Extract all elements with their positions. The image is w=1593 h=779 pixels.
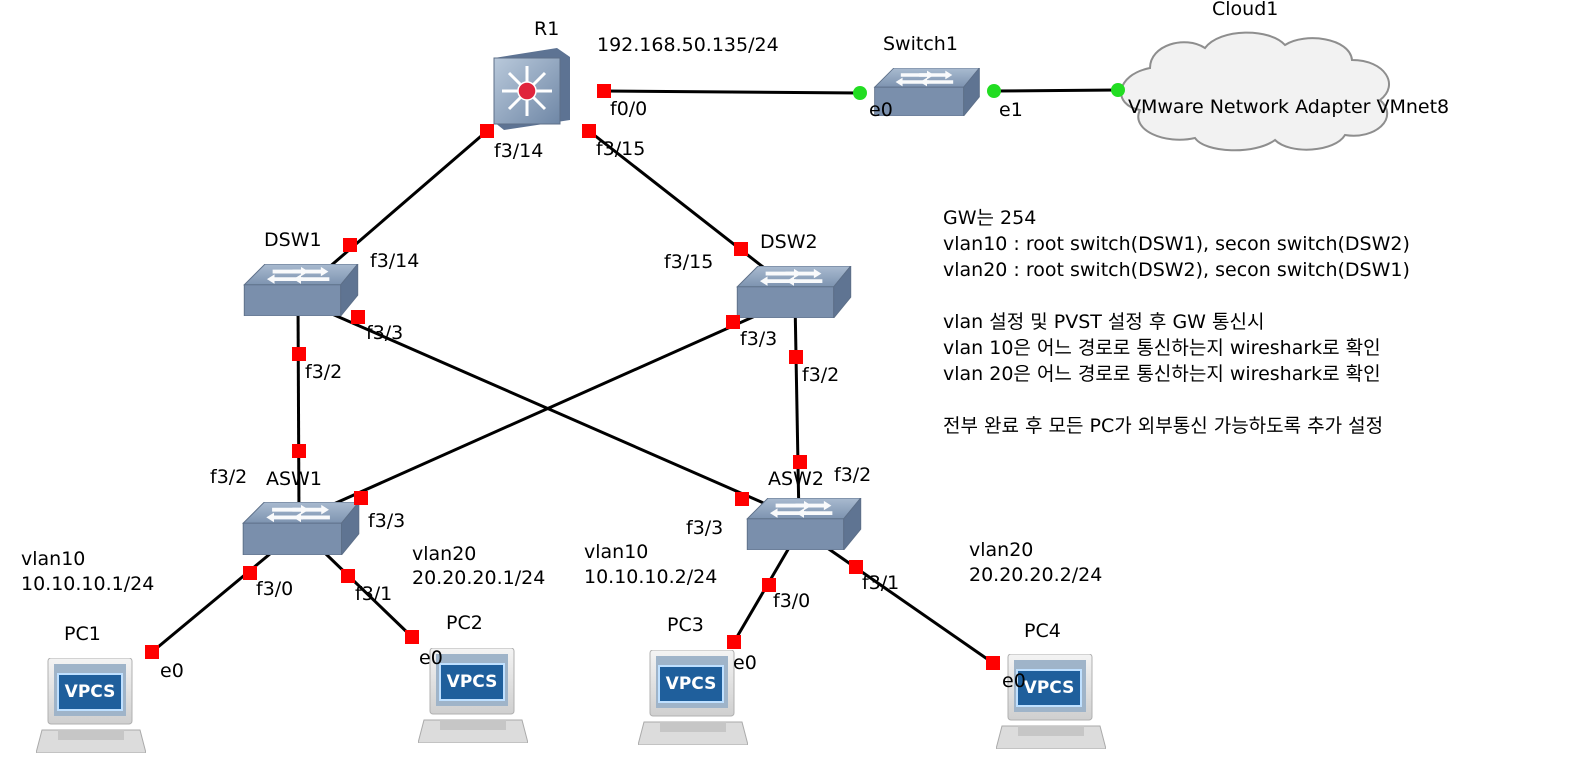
port-label-sw1-e1: e1 bbox=[999, 99, 1023, 121]
label-asw2: ASW2 bbox=[768, 468, 824, 490]
note-line: vlan 설정 및 PVST 설정 후 GW 통신시 bbox=[943, 311, 1265, 333]
link-dsw1-asw1 bbox=[296, 299, 301, 521]
router-r1[interactable] bbox=[493, 48, 570, 130]
port-label-asw1-f3-3: f3/3 bbox=[368, 510, 406, 532]
note-line: GW는 254 bbox=[943, 207, 1037, 229]
vpcs-badge-pc2: VPCS bbox=[439, 663, 505, 701]
port-indicators bbox=[145, 83, 1125, 670]
port-label-r1-f3-15: f3/15 bbox=[596, 138, 646, 160]
label-pc3: PC3 bbox=[667, 614, 704, 636]
label-pc2: PC2 bbox=[446, 612, 483, 634]
port-label-asw1-f3-0: f3/0 bbox=[256, 578, 294, 600]
label-dsw2: DSW2 bbox=[760, 231, 818, 253]
port-asw1-f3-1 bbox=[341, 569, 355, 583]
port-asw1-f3-3 bbox=[354, 491, 368, 505]
label-r1: R1 bbox=[534, 18, 560, 40]
link-switch1-cloud1 bbox=[993, 88, 1119, 93]
port-asw2-f3-1 bbox=[849, 560, 863, 574]
port-asw1-f3-2 bbox=[292, 444, 306, 458]
note-line bbox=[943, 387, 1410, 413]
port-dsw2-f3-2 bbox=[789, 350, 803, 364]
note-line: vlan 20은 어느 경로로 통신하는지 wireshark로 확인 bbox=[943, 363, 1381, 385]
port-sw1-e0 bbox=[853, 86, 867, 100]
port-label-pc3-e0: e0 bbox=[733, 652, 757, 674]
link-asw2-pc4 bbox=[799, 527, 994, 665]
label-pc1-vlan: vlan10 bbox=[21, 548, 86, 570]
link-dsw2-asw1 bbox=[299, 298, 792, 521]
port-label-sw1-e0: e0 bbox=[869, 99, 893, 121]
port-cloud1 bbox=[1111, 83, 1125, 97]
port-label-dsw2-f3-2: f3/2 bbox=[802, 364, 840, 386]
link-dsw1-asw2 bbox=[299, 298, 801, 521]
vpcs-badge-pc4: VPCS bbox=[1016, 669, 1082, 707]
label-pc2-ip: 20.20.20.1/24 bbox=[412, 567, 546, 589]
port-dsw1-f3-14 bbox=[343, 238, 357, 252]
port-pc2-e0 bbox=[405, 630, 419, 644]
note-line: 전부 완료 후 모든 PC가 외부통신 가능하도록 추가 설정 bbox=[943, 415, 1384, 437]
vpcs-badge-pc3: VPCS bbox=[658, 665, 724, 703]
label-dsw1: DSW1 bbox=[264, 229, 322, 251]
port-r1-f0-0 bbox=[597, 84, 611, 98]
notes-text: GW는 254 vlan10 : root switch(DSW1), seco… bbox=[943, 205, 1410, 439]
port-label-asw1-f3-1: f3/1 bbox=[355, 583, 393, 605]
vpcs-badge-pc1: VPCS bbox=[57, 673, 123, 711]
port-asw2-f3-0 bbox=[762, 578, 776, 592]
label-pc2-vlan: vlan20 bbox=[412, 543, 477, 565]
port-r1-f3-14 bbox=[480, 124, 494, 138]
switch-asw1[interactable] bbox=[242, 502, 360, 555]
port-label-pc4-e0: e0 bbox=[1002, 670, 1026, 692]
port-label-pc2-e0: e0 bbox=[419, 647, 443, 669]
label-cloud-adapter: VMware Network Adapter VMnet8 bbox=[1128, 96, 1450, 118]
note-line: vlan20 : root switch(DSW2), secon switch… bbox=[943, 259, 1410, 281]
link-r1-switch1 bbox=[603, 89, 861, 95]
port-label-dsw2-f3-15: f3/15 bbox=[664, 251, 714, 273]
port-label-dsw1-f3-14: f3/14 bbox=[370, 250, 420, 272]
port-label-asw2-f3-1: f3/1 bbox=[862, 572, 900, 594]
note-line: vlan10 : root switch(DSW1), secon switch… bbox=[943, 233, 1410, 255]
label-pc4: PC4 bbox=[1024, 620, 1061, 642]
label-switch1: Switch1 bbox=[883, 33, 958, 55]
port-label-r1-f3-14: f3/14 bbox=[494, 140, 544, 162]
switch-dsw2[interactable] bbox=[736, 266, 852, 318]
port-asw2-f3-3 bbox=[735, 492, 749, 506]
port-pc3-e0 bbox=[727, 635, 741, 649]
port-asw2-f3-2 bbox=[793, 455, 807, 469]
label-asw1: ASW1 bbox=[266, 468, 322, 490]
port-label-asw2-f3-2: f3/2 bbox=[834, 464, 872, 486]
label-pc4-vlan: vlan20 bbox=[969, 539, 1034, 561]
port-label-dsw2-f3-3: f3/3 bbox=[740, 328, 778, 350]
label-pc1-ip: 10.10.10.1/24 bbox=[21, 573, 155, 595]
port-label-dsw1-f3-3: f3/3 bbox=[366, 322, 404, 344]
label-pc3-vlan: vlan10 bbox=[584, 541, 649, 563]
link-r1-dsw2 bbox=[588, 129, 796, 294]
port-dsw1-f3-3 bbox=[351, 310, 365, 324]
port-dsw2-f3-15 bbox=[734, 242, 748, 256]
port-dsw2-f3-3 bbox=[726, 315, 740, 329]
port-label-r1-f0-0: f0/0 bbox=[610, 98, 648, 120]
note-line bbox=[943, 283, 1410, 309]
port-label-dsw1-f3-2: f3/2 bbox=[305, 361, 343, 383]
port-r1-f3-15 bbox=[582, 124, 596, 138]
port-label-asw2-f3-0: f3/0 bbox=[773, 590, 811, 612]
port-label-asw2-f3-3: f3/3 bbox=[686, 517, 724, 539]
link-dsw2-asw2 bbox=[793, 299, 801, 521]
port-asw1-f3-0 bbox=[243, 566, 257, 580]
label-pc1: PC1 bbox=[64, 623, 101, 645]
label-pc3-ip: 10.10.10.2/24 bbox=[584, 566, 718, 588]
switch-dsw1[interactable] bbox=[243, 264, 359, 316]
label-pc4-ip: 20.20.20.2/24 bbox=[969, 564, 1103, 586]
port-sw1-e1 bbox=[987, 84, 1001, 98]
port-pc1-e0 bbox=[145, 645, 159, 659]
port-label-pc1-e0: e0 bbox=[160, 660, 184, 682]
switch-asw2[interactable] bbox=[746, 498, 862, 550]
note-line: vlan 10은 어느 경로로 통신하는지 wireshark로 확인 bbox=[943, 337, 1381, 359]
cloud-cloud1[interactable] bbox=[1120, 31, 1390, 152]
port-dsw1-f3-2 bbox=[292, 347, 306, 361]
label-cloud1: Cloud1 bbox=[1212, 0, 1279, 20]
port-label-asw1-f3-2: f3/2 bbox=[210, 466, 248, 488]
label-r1-ip: 192.168.50.135/24 bbox=[597, 34, 779, 56]
port-pc4-e0 bbox=[986, 656, 1000, 670]
